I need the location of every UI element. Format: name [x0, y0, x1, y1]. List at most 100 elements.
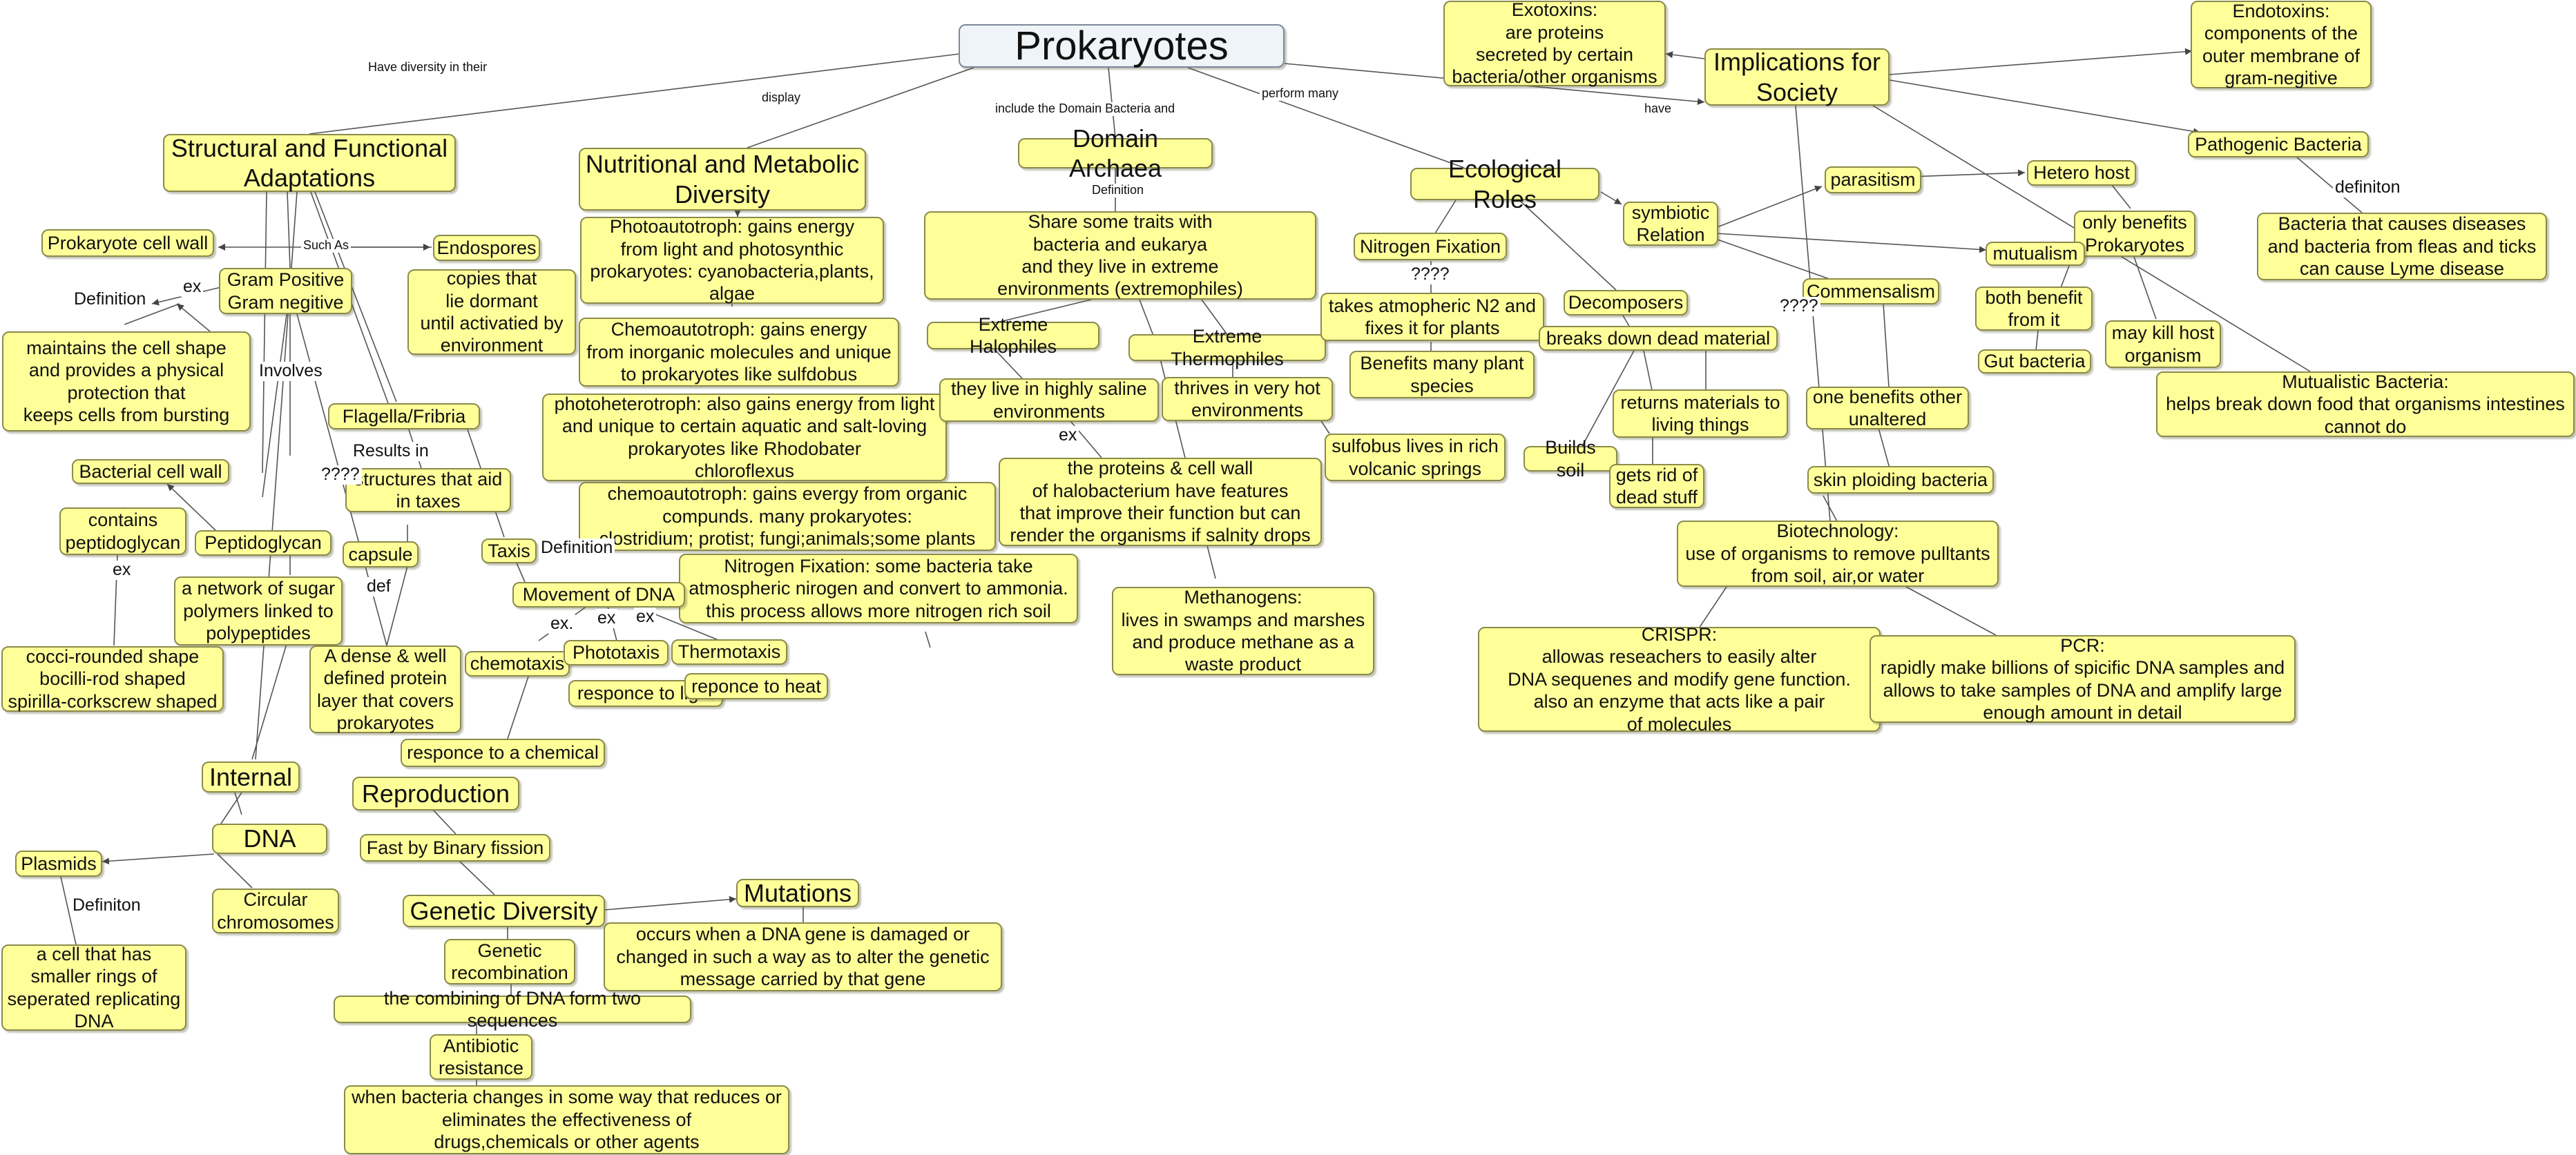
node-fission[interactable]: Fast by Binary fission	[360, 834, 550, 862]
node-pcr[interactable]: PCR: rapidly make billions of spicific D…	[1869, 635, 2296, 723]
node-endospores[interactable]: Endospores	[433, 235, 540, 261]
node-circular[interactable]: Circular chromosomes	[212, 889, 339, 933]
node-antibiotic[interactable]: Antibiotic resistance	[430, 1034, 532, 1080]
node-commensalism[interactable]: Commensalism	[1803, 278, 1939, 304]
node-nutritional[interactable]: Nutritional and Metabolic Diversity	[579, 148, 866, 211]
node-photohetero[interactable]: photoheterotroph: also gains energy from…	[542, 394, 947, 481]
node-internal[interactable]: Internal	[202, 761, 300, 793]
node-capsule[interactable]: capsule	[343, 541, 419, 567]
node-prokaryotes[interactable]: Prokaryotes	[959, 23, 1285, 68]
node-mutations-def[interactable]: occurs when a DNA gene is damaged or cha…	[604, 922, 1002, 991]
node-structures[interactable]: structures that aid in taxes	[345, 468, 511, 512]
node-nfix-long[interactable]: Nitrogen Fixation: some bacteria take at…	[679, 554, 1078, 623]
node-reproduction[interactable]: Reproduction	[352, 777, 519, 811]
node-flagella[interactable]: Flagella/Fribria	[328, 403, 480, 429]
node-benefits-plant[interactable]: Benefits many plant species	[1349, 351, 1535, 398]
node-chemoauto[interactable]: Chemoautotroph: gains energy from inorga…	[579, 318, 899, 387]
node-nfix[interactable]: Nitrogen Fixation	[1354, 233, 1507, 260]
link-label-ex-m2: ex	[595, 608, 618, 628]
node-phototaxis[interactable]: Phototaxis	[564, 640, 669, 666]
node-methanogens[interactable]: Methanogens: lives in swamps and marshes…	[1112, 587, 1374, 675]
node-peptido[interactable]: Peptidoglycan	[195, 530, 331, 556]
node-dna[interactable]: DNA	[212, 824, 327, 854]
node-parasitism[interactable]: parasitism	[1825, 166, 1921, 193]
node-mutations[interactable]: Mutations	[736, 879, 859, 907]
node-symbiotic[interactable]: symbiotic Relation	[1623, 202, 1718, 246]
node-builds[interactable]: Builds soil	[1524, 437, 1617, 481]
node-rid[interactable]: gets rid of dead stuff	[1609, 464, 1704, 508]
node-skin[interactable]: skin ploiding bacteria	[1807, 466, 1994, 494]
link-label-def-capsule: def	[365, 576, 393, 596]
link-label-have: have	[1642, 101, 1674, 116]
node-atmospheric[interactable]: takes atmopheric N2 and fixes it for pla…	[1320, 293, 1544, 341]
node-pathogenic[interactable]: Pathogenic Bacteria	[2188, 131, 2369, 157]
node-sulfobus[interactable]: sulfobus lives in rich volcanic springs	[1325, 434, 1506, 481]
node-bactwall[interactable]: Bacterial cell wall	[72, 459, 229, 484]
node-decomposers[interactable]: Decomposers	[1564, 290, 1688, 316]
link-label-perform: perform many	[1260, 86, 1341, 101]
link-label-definiton-path: definiton	[2333, 177, 2403, 197]
link-label-q-left: ????	[319, 465, 362, 485]
node-chemotaxis[interactable]: chemotaxis	[465, 651, 570, 677]
node-structural[interactable]: Structural and Functional Adaptations	[163, 134, 456, 192]
node-may-kill[interactable]: may kill host organism	[2105, 320, 2221, 368]
link-label-ex-m3: ex	[634, 607, 657, 627]
node-capsule-def[interactable]: A dense & well defined protein layer tha…	[309, 646, 461, 733]
node-archaea[interactable]: Domain Archaea	[1018, 124, 1213, 182]
node-exotoxins[interactable]: Exotoxins: are proteins secreted by cert…	[1443, 0, 1666, 87]
link-label-display: display	[760, 90, 803, 105]
node-endospores-def[interactable]: copies that lie dormant until activatied…	[407, 268, 576, 356]
link-label-ex-saline: ex	[1057, 425, 1079, 445]
node-movement[interactable]: Movement of DNA	[512, 582, 685, 608]
node-chemohetero[interactable]: chemoautotroph: gains evergy from organi…	[579, 482, 996, 551]
link-label-ex-peptido: ex	[110, 560, 133, 580]
link-label-results-in: Results in	[351, 441, 431, 461]
node-cellwall-def[interactable]: maintains the cell shape and provides a …	[2, 331, 251, 431]
node-hetero-host[interactable]: Hetero host	[2027, 160, 2136, 186]
link-label-ex-gram: ex	[181, 277, 204, 297]
node-returns[interactable]: returns materials to living things	[1613, 389, 1788, 438]
node-genetic[interactable]: Genetic Diversity	[403, 895, 605, 927]
node-recomb[interactable]: Genetic recombination	[444, 939, 575, 984]
node-recomb-def[interactable]: the combining of DNA form two sequences	[334, 988, 691, 1031]
node-antibiotic-def[interactable]: when bacteria changes in some way that r…	[344, 1085, 789, 1154]
node-pathogenic-def[interactable]: Bacteria that causes diseases and bacter…	[2257, 213, 2547, 280]
link-label-definiton-plasmids: Definiton	[70, 895, 143, 915]
link-label-q-nfix: ????	[1409, 264, 1452, 284]
node-resp-heat[interactable]: reponce to heat	[684, 673, 828, 699]
node-halobact[interactable]: the proteins & cell wall of halobacteriu…	[999, 458, 1322, 546]
node-resp-chem[interactable]: responce to a chemical	[401, 739, 605, 767]
node-archaea-def[interactable]: Share some traits with bacteria and euka…	[924, 211, 1316, 300]
link-label-definition-archaea: Definition	[1090, 183, 1146, 197]
node-breaks[interactable]: breaks down dead material	[1539, 326, 1778, 351]
link-label-definition-wall: Definition	[72, 289, 148, 309]
node-implications[interactable]: Implications for Society	[1704, 48, 1890, 106]
node-plasmids[interactable]: Plasmids	[15, 851, 102, 877]
node-one-benefits[interactable]: one benefits other unaltered	[1806, 387, 1969, 429]
node-photoauto[interactable]: Photoautotroph: gains energy from light …	[580, 216, 884, 304]
node-sugar[interactable]: a network of sugar polymers linked to po…	[174, 576, 343, 646]
node-halophiles[interactable]: Extreme Halophiles	[927, 314, 1099, 357]
link-label-definition-taxis: Definition	[539, 538, 615, 558]
node-shapes[interactable]: cocci-rounded shape bocilli-rod shaped s…	[1, 646, 224, 712]
node-mutualism[interactable]: mutualism	[1986, 242, 2085, 266]
node-gut[interactable]: Gut bacteria	[1978, 349, 2091, 373]
node-cellwall[interactable]: Prokaryote cell wall	[41, 229, 214, 257]
node-contains[interactable]: contains peptidoglycan	[59, 507, 186, 555]
node-plasmids-def[interactable]: a cell that has smaller rings of seperat…	[1, 944, 186, 1031]
link-label-q-right: ????	[1778, 296, 1820, 316]
link-label-involves: Involves	[257, 361, 325, 381]
node-biotech[interactable]: Biotechnology: use of organisms to remov…	[1677, 521, 1999, 587]
node-only-benefits[interactable]: only benefits Prokaryotes	[2074, 211, 2195, 257]
node-both-benefit[interactable]: both benefit from it	[1975, 287, 2093, 331]
node-mutualistic[interactable]: Mutualistic Bacteria: helps break down f…	[2156, 371, 2575, 437]
node-gram[interactable]: Gram Positive Gram negitive	[219, 268, 352, 314]
node-taxis[interactable]: Taxis	[481, 538, 537, 563]
node-crispr[interactable]: CRISPR: allowas reseachers to easily alt…	[1478, 624, 1881, 735]
node-saline[interactable]: they live in highly saline environments	[939, 378, 1159, 422]
node-endotoxins[interactable]: Endotoxins: components of the outer memb…	[2191, 1, 2372, 88]
node-ecological[interactable]: Ecological Roles	[1410, 155, 1599, 213]
node-hot[interactable]: thrives in very hot environments	[1162, 377, 1333, 421]
node-thermotaxis[interactable]: Thermotaxis	[671, 639, 787, 665]
node-thermophiles[interactable]: Extreme Thermophiles	[1128, 326, 1326, 369]
